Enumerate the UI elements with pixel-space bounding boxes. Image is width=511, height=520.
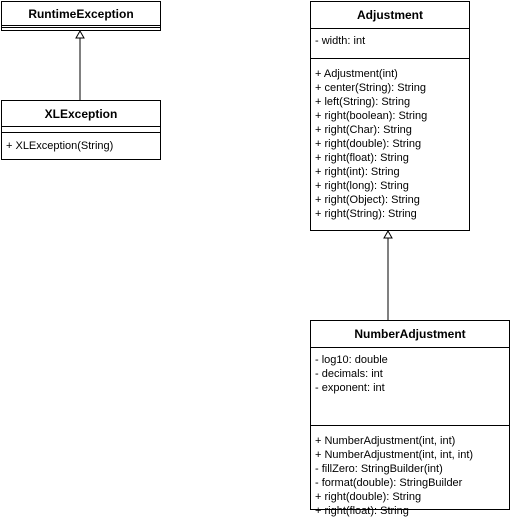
method: + NumberAdjustment(int, int, int): [315, 449, 474, 461]
attribute: - exponent: int: [315, 382, 385, 394]
method: + right(float): String: [315, 505, 409, 517]
attributes-section: - log10: double - decimals: int - expone…: [311, 348, 509, 426]
method: + right(float): String: [315, 152, 409, 164]
class-name: RuntimeException: [2, 2, 160, 26]
methods-section: [2, 28, 160, 30]
generalization-arrowhead-adjustment: [383, 229, 393, 239]
method: - format(double): StringBuilder: [315, 477, 463, 489]
attributes-section: [2, 26, 160, 28]
class-runtimeexception[interactable]: RuntimeException: [1, 1, 161, 31]
attributes-section: - width: int: [311, 29, 469, 59]
method: + right(int): String: [315, 166, 400, 178]
attribute: - log10: double: [315, 354, 388, 366]
class-xlexception[interactable]: XLException + XLException(String): [1, 100, 161, 160]
method: + Adjustment(int): [315, 68, 398, 80]
method: + XLException(String): [6, 140, 114, 152]
method: + left(String): String: [315, 96, 411, 108]
method: + NumberAdjustment(int, int): [315, 435, 456, 447]
attribute: - decimals: int: [315, 368, 383, 380]
method: + center(String): String: [315, 82, 426, 94]
methods-section: + Adjustment(int) + center(String): Stri…: [311, 59, 469, 223]
method: + right(double): String: [315, 138, 422, 150]
method: + right(double): String: [315, 491, 422, 503]
class-name: NumberAdjustment: [311, 321, 509, 348]
method: + right(long): String: [315, 180, 409, 192]
method: + right(String): String: [315, 208, 417, 220]
method: - fillZero: StringBuilder(int): [315, 463, 443, 475]
class-name: XLException: [2, 101, 160, 127]
methods-section: + XLException(String): [2, 133, 160, 155]
attribute: - width: int: [315, 35, 366, 47]
methods-section: + NumberAdjustment(int, int) + NumberAdj…: [311, 426, 509, 520]
class-numberadjustment[interactable]: NumberAdjustment - log10: double - decim…: [310, 320, 510, 517]
method: + right(boolean): String: [315, 110, 428, 122]
generalization-arrowhead-runtimeexception: [75, 29, 85, 39]
class-adjustment[interactable]: Adjustment - width: int + Adjustment(int…: [310, 1, 470, 231]
class-name: Adjustment: [311, 2, 469, 29]
method: + right(Object): String: [315, 194, 420, 206]
method: + right(Char): String: [315, 124, 412, 136]
attributes-section: [2, 127, 160, 133]
